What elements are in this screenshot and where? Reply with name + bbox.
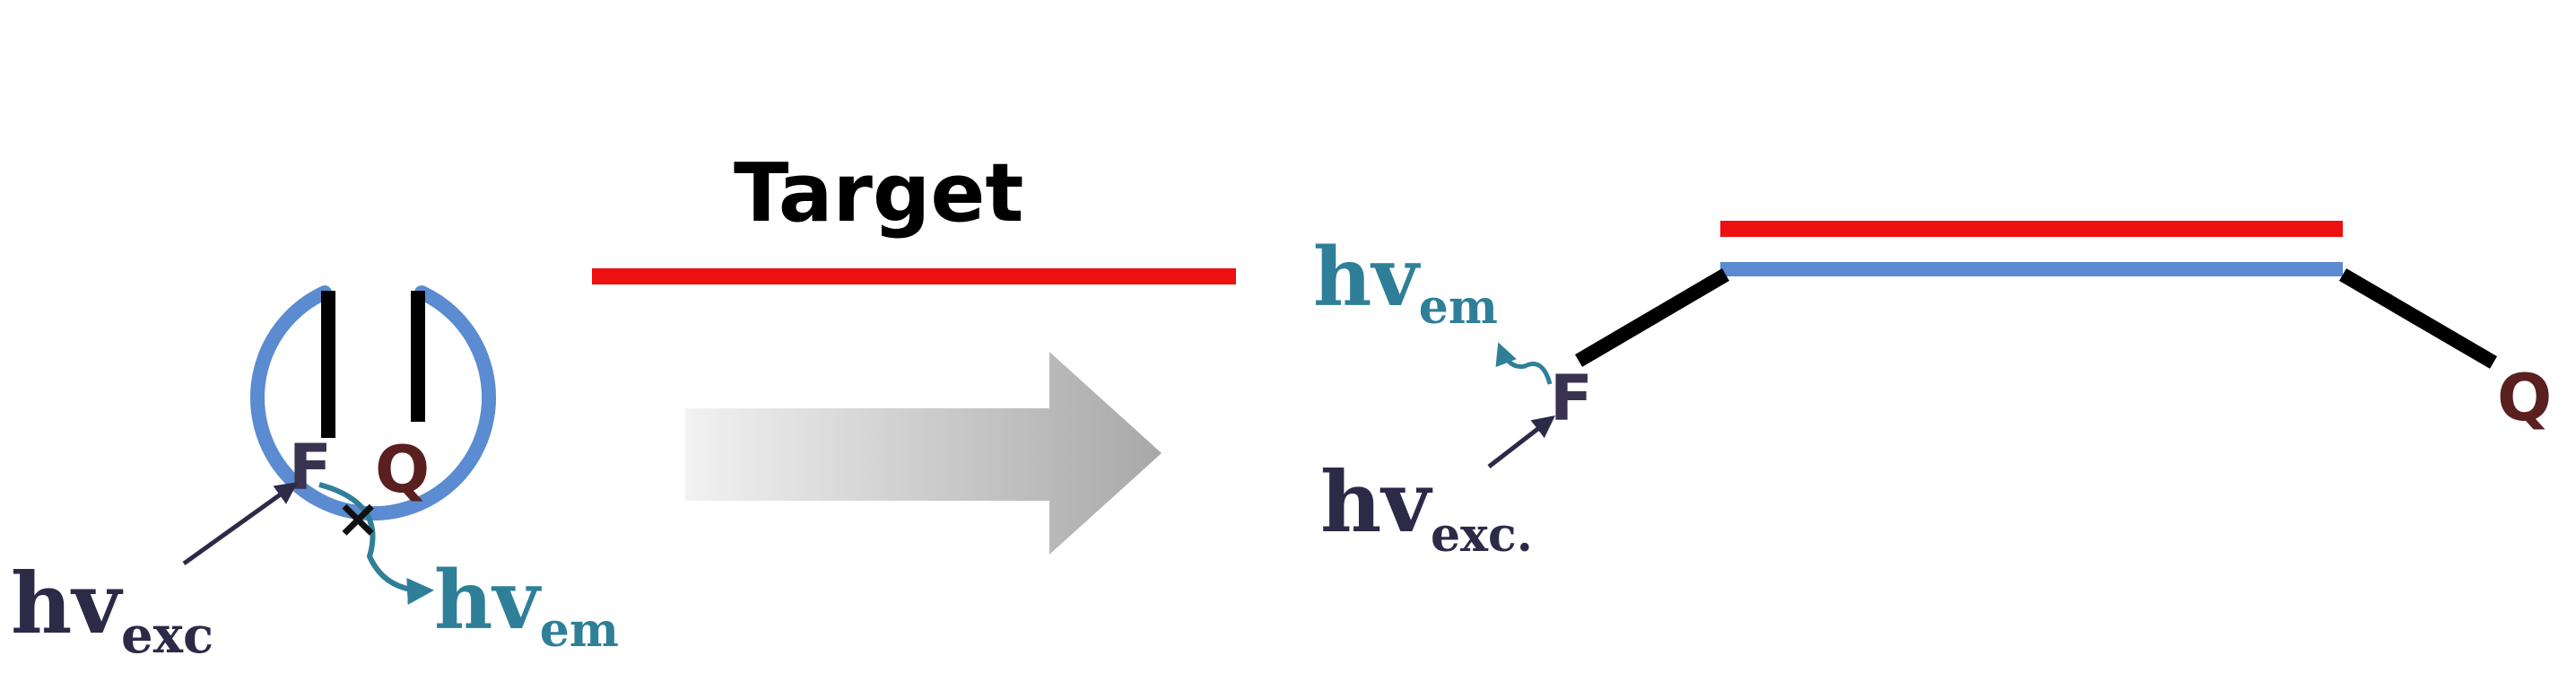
excitation-label-sub: exc [121,606,213,665]
emission-label: hvem [434,553,619,658]
emission-label-open: hvem [1313,230,1498,335]
excitation-label-open-main: hv [1320,453,1432,552]
quencher-label: Q [375,432,430,507]
loop-strand [250,285,496,521]
target-label: Target [734,146,1023,240]
excitation-arrow-open [1487,415,1555,468]
excitation-label-main: hv [11,555,123,653]
emission-arrow-open [1495,342,1553,385]
emission-label-open-main: hv [1313,230,1421,325]
hairpin-probe: F Q × hvexc hvem [11,285,619,665]
emission-label-open-sub: em [1419,280,1498,335]
fluorophore-label: F [289,431,332,504]
hybridization-arrow [685,352,1162,555]
hybridized-probe: F Q hvem hvexc. [1313,221,2552,563]
probe-arm-right [2338,268,2498,369]
excitation-label: hvexc [11,555,213,665]
probe-arm-left [1574,268,1730,367]
emission-label-main: hv [434,553,542,648]
excitation-arrow [182,482,299,566]
quencher-label-open: Q [2497,360,2552,435]
blocked-transfer-mark: × [335,487,380,550]
excitation-label-open-sub: exc. [1431,508,1533,563]
emission-arrow [318,482,434,605]
fluorophore-label-open: F [1550,362,1593,435]
emission-label-sub: em [540,603,619,658]
excitation-label-open: hvexc. [1320,453,1533,563]
target-section: Target [592,146,1236,555]
